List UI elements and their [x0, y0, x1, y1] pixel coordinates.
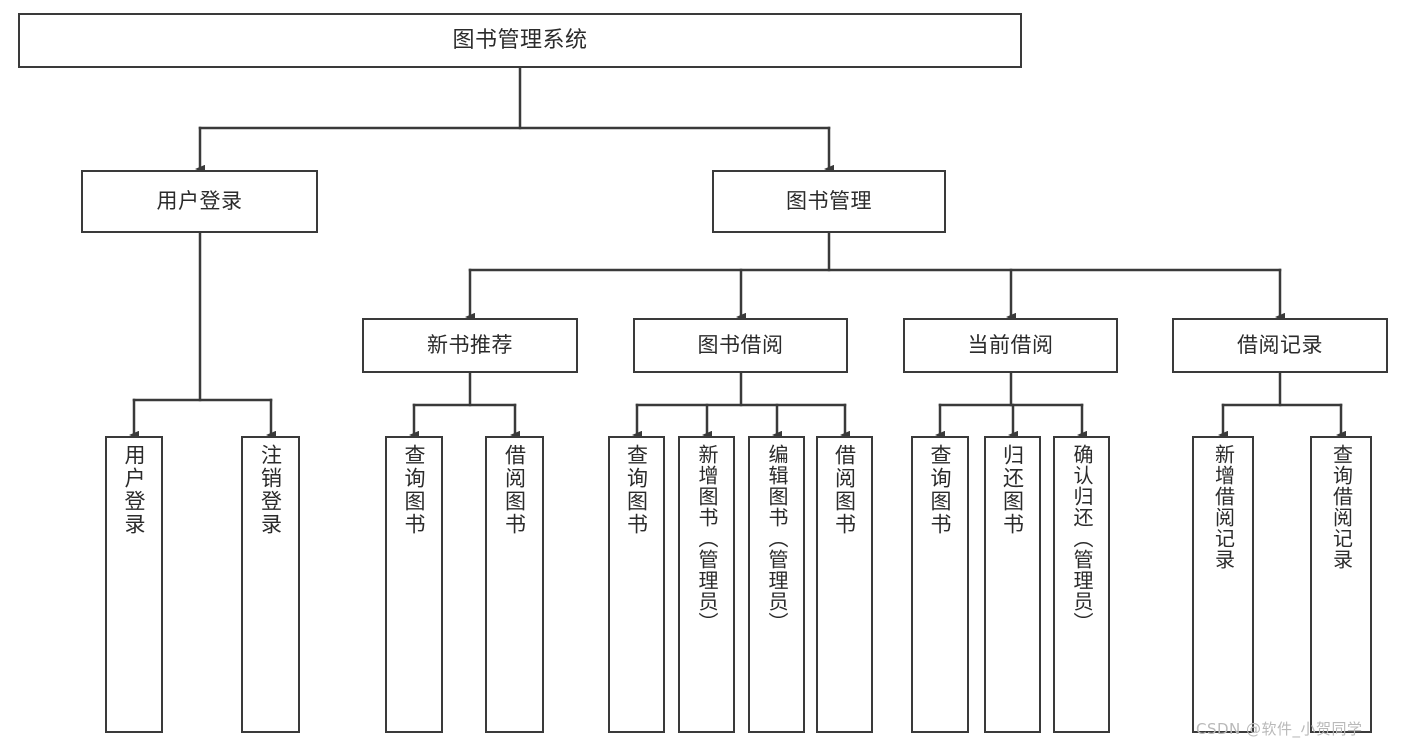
node-leaf-bb-add[interactable]: 新增图书（管理员） — [678, 436, 735, 733]
csdn-watermark: CSDN @软件_小贺同学 — [1196, 720, 1363, 738]
node-label-borrow-record: 借阅记录 — [1237, 333, 1323, 358]
node-user-login[interactable]: 用户登录 — [81, 170, 318, 233]
node-borrow-record[interactable]: 借阅记录 — [1172, 318, 1388, 373]
node-label-leaf-user-login: 用户登录 — [122, 444, 147, 536]
node-leaf-cb-return[interactable]: 归还图书 — [984, 436, 1041, 733]
node-new-book-rec[interactable]: 新书推荐 — [362, 318, 578, 373]
node-label-leaf-cb-confirm: 确认归还（管理员） — [1070, 444, 1094, 633]
node-label-leaf-br-add: 新增借阅记录 — [1211, 444, 1236, 570]
node-leaf-cb-query[interactable]: 查询图书 — [911, 436, 969, 733]
node-root[interactable]: 图书管理系统 — [18, 13, 1022, 68]
node-label-leaf-bb-add: 新增图书（管理员） — [695, 444, 719, 633]
node-label-root: 图书管理系统 — [452, 27, 588, 53]
node-label-leaf-bb-query: 查询图书 — [624, 444, 649, 536]
node-label-leaf-br-query: 查询借阅记录 — [1329, 444, 1354, 570]
node-leaf-rec-borrow[interactable]: 借阅图书 — [485, 436, 544, 733]
node-leaf-bb-borrow[interactable]: 借阅图书 — [816, 436, 873, 733]
node-leaf-user-login[interactable]: 用户登录 — [105, 436, 163, 733]
node-book-borrow[interactable]: 图书借阅 — [633, 318, 848, 373]
node-label-leaf-bb-borrow: 借阅图书 — [832, 444, 857, 536]
node-label-book-manage: 图书管理 — [786, 189, 872, 214]
node-leaf-br-add[interactable]: 新增借阅记录 — [1192, 436, 1254, 733]
node-label-leaf-cb-return: 归还图书 — [1000, 444, 1025, 536]
node-label-current-borrow: 当前借阅 — [967, 333, 1054, 358]
node-leaf-bb-edit[interactable]: 编辑图书（管理员） — [748, 436, 805, 733]
connector-edges — [129, 66, 1346, 440]
node-leaf-rec-query[interactable]: 查询图书 — [385, 436, 443, 733]
node-label-leaf-rec-query: 查询图书 — [402, 444, 427, 536]
node-leaf-bb-query[interactable]: 查询图书 — [608, 436, 665, 733]
node-current-borrow[interactable]: 当前借阅 — [903, 318, 1118, 373]
node-label-new-book-rec: 新书推荐 — [427, 333, 513, 358]
node-label-leaf-bb-edit: 编辑图书（管理员） — [765, 444, 789, 633]
node-label-book-borrow: 图书借阅 — [697, 333, 784, 358]
node-label-leaf-user-logout: 注销登录 — [258, 444, 283, 536]
node-leaf-user-logout[interactable]: 注销登录 — [241, 436, 300, 733]
node-label-user-login: 用户登录 — [156, 189, 243, 214]
node-label-leaf-cb-query: 查询图书 — [928, 444, 953, 536]
node-book-manage[interactable]: 图书管理 — [712, 170, 946, 233]
node-leaf-cb-confirm[interactable]: 确认归还（管理员） — [1053, 436, 1110, 733]
node-leaf-br-query[interactable]: 查询借阅记录 — [1310, 436, 1372, 733]
node-label-leaf-rec-borrow: 借阅图书 — [502, 444, 527, 536]
